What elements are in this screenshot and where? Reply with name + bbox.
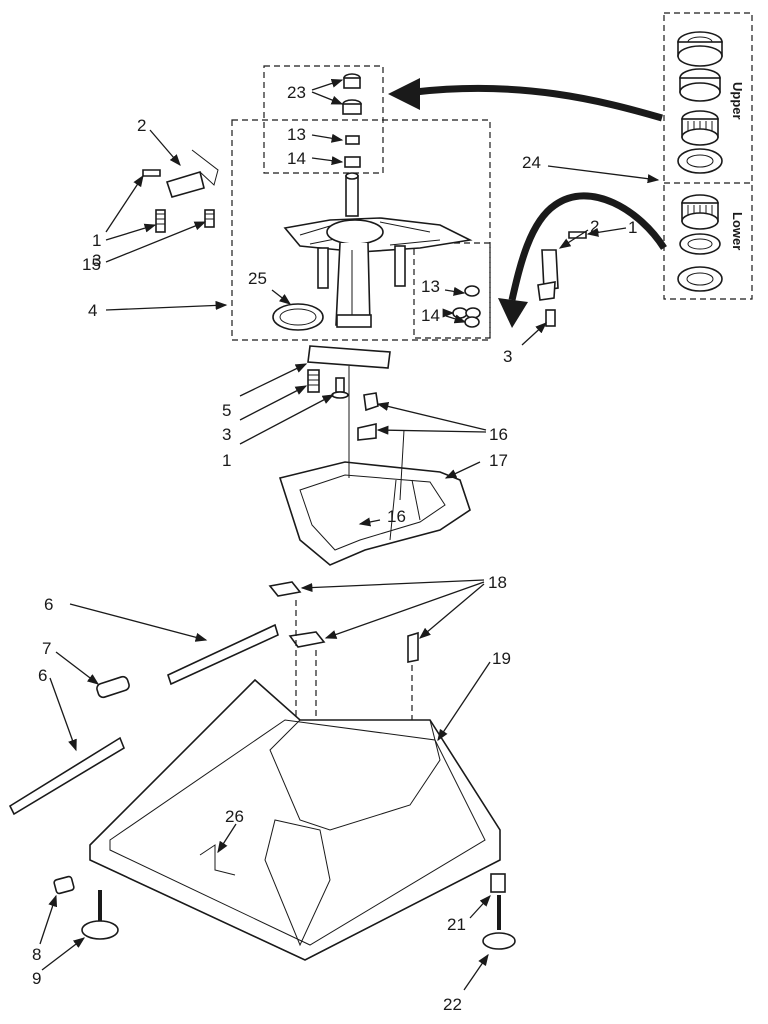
callout-4: 4 (88, 301, 97, 320)
callout-15: 15 (82, 255, 101, 274)
base-frame-19 (89, 678, 501, 961)
transmission-spider (283, 172, 473, 328)
callout-8: 8 (32, 945, 41, 964)
callout-16: 16 (387, 507, 406, 526)
leveling-leg-right (482, 873, 516, 950)
center-bracket-5 (307, 345, 391, 399)
callout-1: 1 (92, 231, 101, 250)
callout-9: 9 (32, 969, 41, 988)
suspension-frame-17 (278, 461, 471, 566)
callout-7: 7 (42, 639, 51, 658)
seal-ring-25 (272, 303, 324, 331)
callout-16: 16 (489, 425, 508, 444)
callout-14: 14 (287, 149, 306, 168)
callout-25: 25 (248, 269, 267, 288)
callout-26: 26 (225, 807, 244, 826)
callout-3: 3 (92, 251, 101, 270)
lower-kit-label: Lower (730, 212, 745, 250)
callout-18: 18 (488, 573, 507, 592)
callout-19: 19 (492, 649, 511, 668)
callout-21: 21 (447, 915, 466, 934)
callout-2: 2 (137, 116, 146, 135)
callout-13: 13 (421, 277, 440, 296)
callout-6: 6 (38, 666, 47, 685)
callout-1: 1 (222, 451, 231, 470)
lower-kit-arrow (508, 192, 667, 301)
callout-5: 5 (222, 401, 231, 420)
callout-2: 2 (590, 217, 599, 236)
upper-kit-rings (677, 31, 723, 174)
callout-3: 3 (222, 425, 231, 444)
callout-labels: 1 2 15 3 4 23 13 14 25 13 14 24 2 1 3 5 … (32, 83, 637, 1014)
brackets-18 (268, 581, 419, 663)
rails-6 (8, 623, 279, 816)
callout-14: 14 (421, 306, 440, 325)
callout-6: 6 (44, 595, 53, 614)
spring-7 (96, 675, 130, 699)
leader-lines (39, 78, 660, 991)
right-bracket-assembly (537, 231, 587, 327)
leveling-leg-left (53, 875, 119, 940)
callout-17: 17 (489, 451, 508, 470)
callout-3: 3 (503, 347, 512, 366)
callout-13: 13 (287, 125, 306, 144)
assembly-guide-lines (295, 366, 413, 720)
lower-kit-rings (677, 194, 723, 292)
callout-23: 23 (287, 83, 306, 102)
upper-kit-label: Upper (730, 82, 745, 120)
callout-24: 24 (522, 153, 541, 172)
bearing-kit-box: Upper Lower (663, 12, 753, 300)
mechanism-group-box (231, 119, 491, 341)
callout-1: 1 (628, 218, 637, 237)
upper-kit-arrow (414, 84, 663, 122)
lower-bearing-group-box (413, 242, 491, 339)
left-bracket-assembly (142, 149, 219, 233)
callout-22: 22 (443, 995, 462, 1014)
